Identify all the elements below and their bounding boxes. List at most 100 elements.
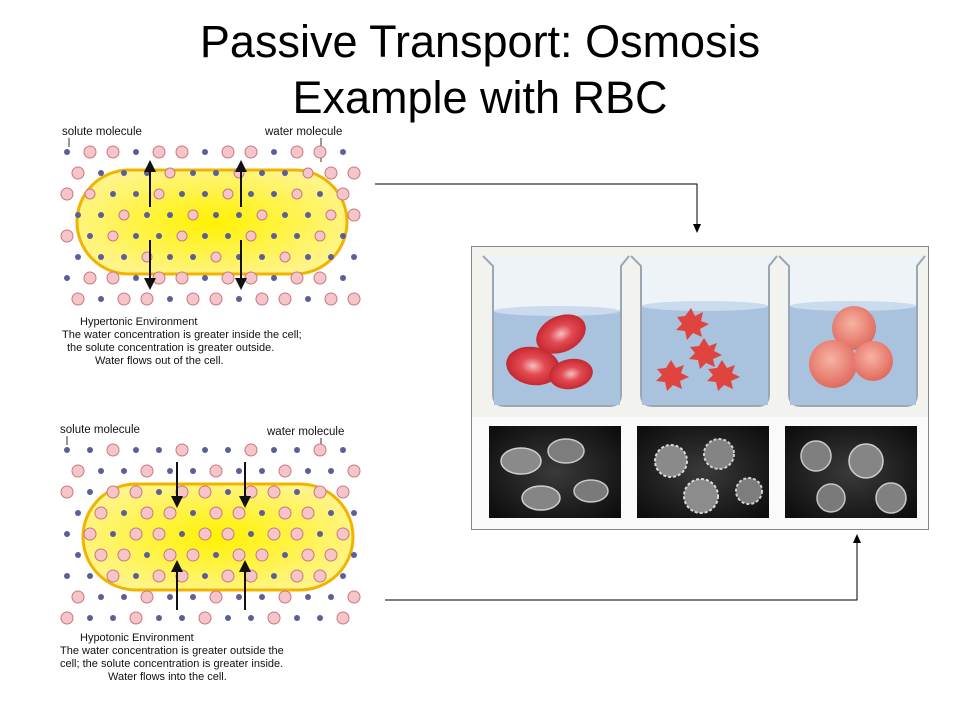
water-molecule (167, 468, 173, 474)
water-molecule (75, 552, 81, 558)
solute-molecule (324, 292, 338, 306)
water-molecule (340, 275, 346, 281)
water-molecule (98, 170, 104, 176)
water-molecule (271, 573, 277, 579)
water-molecule (98, 212, 104, 218)
water-molecule (248, 191, 254, 197)
solute-molecule (71, 464, 85, 478)
solute-molecule (94, 506, 108, 520)
red-blood-cell-icon (809, 306, 893, 388)
water-molecule (133, 149, 139, 155)
solute-molecule (186, 548, 200, 562)
water-molecule (317, 531, 323, 537)
water-molecule (179, 531, 185, 537)
water-molecule (121, 254, 127, 260)
water-molecule (305, 468, 311, 474)
solute-molecule (198, 611, 212, 625)
water-molecule (64, 573, 70, 579)
water-molecule (167, 212, 173, 218)
solute-molecule (94, 548, 108, 562)
solute-molecule (245, 230, 257, 242)
water-molecule (271, 447, 277, 453)
molecule-field (60, 443, 361, 625)
caption-line-2: cell; the solute concentration is greate… (60, 658, 283, 670)
environment-title: Hypertonic Environment (80, 316, 197, 328)
solute-molecule (176, 230, 188, 242)
water-molecule (351, 254, 357, 260)
water-molecule (294, 447, 300, 453)
water-molecule (133, 233, 139, 239)
solute-molecule (209, 506, 223, 520)
solute-molecule (290, 569, 304, 583)
water-molecule (225, 489, 231, 495)
solute-molecule (71, 590, 85, 604)
water-molecule (305, 296, 311, 302)
solute-molecule (232, 506, 246, 520)
water-molecule (121, 170, 127, 176)
micrograph-image (785, 426, 917, 518)
water-molecule (202, 275, 208, 281)
arrow-icon (144, 160, 247, 290)
solute-molecule (255, 292, 269, 306)
water-molecule (75, 212, 81, 218)
water-molecule (190, 468, 196, 474)
water-molecule (317, 191, 323, 197)
water-molecule (259, 468, 265, 474)
water-molecule (121, 468, 127, 474)
solute-molecule (198, 527, 212, 541)
solute-molecule (84, 188, 96, 200)
water-molecule (167, 594, 173, 600)
solute-molecule (140, 506, 154, 520)
hypertonic-svg: solute molecule water molecule Hypertoni… (60, 126, 361, 367)
solute-molecule (244, 443, 258, 457)
solute-molecule (347, 590, 361, 604)
environment-title: Hypotonic Environment (80, 632, 194, 644)
solute-molecule (313, 569, 327, 583)
water-molecule (351, 552, 357, 558)
water-molecule (213, 170, 219, 176)
arrow-icon (171, 462, 251, 610)
water-molecule-label: water molecule (266, 426, 344, 438)
solute-molecule (107, 230, 119, 242)
solute-molecule (186, 292, 200, 306)
solute-molecule-label: solute molecule (62, 126, 142, 138)
water-molecule (282, 552, 288, 558)
solute-molecule (222, 188, 234, 200)
water-molecule (179, 615, 185, 621)
solute-molecule (256, 209, 268, 221)
solute-molecule (60, 485, 74, 499)
water-molecule (340, 149, 346, 155)
water-molecule (340, 447, 346, 453)
solute-molecule (153, 188, 165, 200)
water-molecule (190, 510, 196, 516)
solute-molecule (255, 548, 269, 562)
solute-molecule (232, 548, 246, 562)
rbc-beaker-figure (471, 246, 929, 530)
caption-line-1: The water concentration is greater outsi… (60, 645, 284, 657)
water-molecule (87, 233, 93, 239)
water-molecule (156, 233, 162, 239)
solute-molecule (175, 145, 189, 159)
arrow-icon (385, 534, 861, 601)
solute-molecule (106, 271, 120, 285)
solute-molecule (221, 569, 235, 583)
water-molecule (87, 615, 93, 621)
water-molecule (190, 254, 196, 260)
solute-molecule (106, 443, 120, 457)
solute-molecule (106, 485, 120, 499)
water-molecule (317, 615, 323, 621)
solute-molecule (209, 590, 223, 604)
solute-molecule (314, 230, 326, 242)
water-molecule (328, 510, 334, 516)
water-molecule (202, 573, 208, 579)
water-molecule (282, 170, 288, 176)
water-molecule (328, 468, 334, 474)
water-molecule (110, 191, 116, 197)
water-molecule (75, 254, 81, 260)
solute-molecule (347, 208, 361, 222)
solute-molecule (278, 292, 292, 306)
solute-molecule (313, 485, 327, 499)
water-molecule (340, 233, 346, 239)
water-molecule (75, 510, 81, 516)
